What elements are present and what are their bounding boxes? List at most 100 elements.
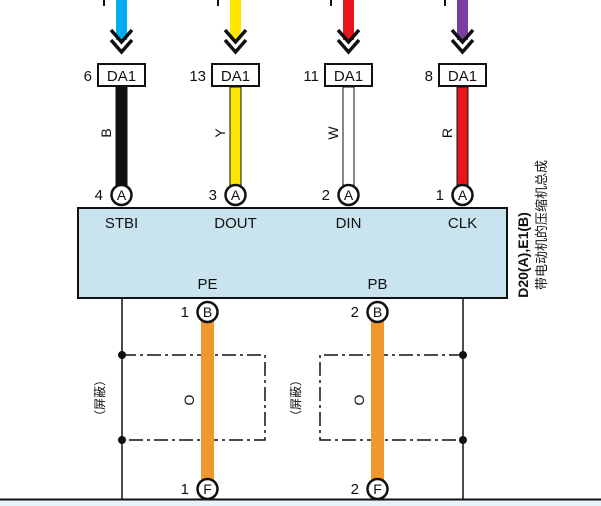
connector-b-letter: B [373,304,382,320]
junction-dot [118,436,126,444]
wire-code-label: W [325,126,341,140]
connector-b-letter: B [203,304,212,320]
da1-pin-number: 13 [189,68,206,85]
da1-pin-number: 6 [84,68,92,85]
da1-box-label: DA1 [221,68,250,85]
shield-label-left: （屏蔽） [93,374,107,422]
chevron-icon [109,28,134,55]
component-bottom-pins: 1 B 2 B [181,300,389,324]
end-pin-1: 1 F [181,477,219,501]
bottom-pin-number: 2 [351,304,359,321]
shield-rails [121,298,464,500]
connector-a-letter: A [231,187,241,203]
bottom-pin-pe: 1 B [181,300,219,324]
connector-f-letter: F [373,481,382,497]
input-wire-2 [230,0,241,40]
pin-label-dout: DOUT [214,215,257,232]
end-pins: 1 F 2 F [181,477,389,501]
connector-b-circle [196,300,219,324]
bottom-pin-pb: 2 B [351,300,389,324]
input-wire-4 [457,0,468,40]
wire-code-label: R [439,128,455,138]
shield-junction-dots [118,351,467,444]
da1-box [97,63,146,87]
connector-arrows [109,28,475,55]
component-side-label: D20(A),E1(B) 带电动机的压缩机总成 [515,160,550,298]
da1-pin-number: 11 [303,68,319,85]
footer-band [0,499,601,506]
pin-label-din: DIN [336,215,362,232]
component-name: 带电动机的压缩机总成 [534,160,550,290]
connector-a-circle [337,183,360,207]
connector-a-circle [110,183,133,207]
da1-connector-4: 8 DA1 [425,63,487,87]
connector-f-letter: F [203,481,212,497]
da1-box-label: DA1 [107,68,136,85]
junction-dot [118,351,126,359]
top-pin-number: 1 [436,187,444,204]
da1-box [211,63,260,87]
signal-wire-2 [229,86,242,186]
connector-a-letter: A [458,187,468,203]
connector-a-circle [451,183,474,207]
da1-box-label: DA1 [448,68,477,85]
component-box [77,207,508,299]
top-pin-number: 2 [322,187,330,204]
end-pin-number: 2 [351,481,359,498]
shield-box-right [319,354,463,441]
signal-wire-4 [456,86,469,186]
junction-dot [459,351,467,359]
top-pin-number: 3 [209,187,217,204]
top-pin-4: 1 A [436,183,474,207]
orange-wire-pb [371,320,384,480]
da1-connectors: 6 DA1 13 DA1 11 DA1 8 DA1 [84,63,487,87]
da1-connector-1: 6 DA1 [84,63,146,87]
input-wire-3 [343,0,354,40]
chevron-icon [450,28,475,55]
component-top-pins: 4 A 3 A 2 A 1 A [95,183,474,207]
pin-label-pb: PB [367,276,387,293]
end-pin-number: 1 [181,481,189,498]
signal-wire-3 [342,86,355,186]
top-pin-1: 4 A [95,183,133,207]
junction-dot [459,436,467,444]
component-pin-labels: STBI DOUT DIN CLK PE PB [105,215,477,293]
shield-boxes [122,354,463,441]
connector-a-letter: A [117,187,127,203]
top-pin-2: 3 A [209,183,247,207]
da1-box-label: DA1 [334,68,363,85]
connector-a-letter: A [344,187,354,203]
orange-wire-pe [201,320,214,480]
input-wire-code-1 [103,0,105,6]
wire-code-label: O [181,394,197,405]
pin-label-clk: CLK [448,215,477,232]
chevron-icon [336,28,361,55]
da1-connector-3: 11 DA1 [303,63,373,87]
ground-wires: O O [181,320,384,480]
signal-wires: B Y W R [98,86,469,186]
da1-box [438,63,487,87]
wire-code-label: Y [212,128,228,138]
top-pin-3: 2 A [322,183,360,207]
input-wire-1 [116,0,127,40]
input-wire-code-4 [444,0,446,6]
connector-b-circle [366,300,389,324]
input-wires [103,0,468,40]
end-pin-2: 2 F [351,477,389,501]
da1-box [324,63,373,87]
wire-code-label: O [351,394,367,405]
da1-pin-number: 8 [425,68,433,85]
input-wire-code-2 [217,0,219,6]
pin-label-stbi: STBI [105,215,138,232]
shield-label-right: （屏蔽） [289,374,303,422]
da1-connector-2: 13 DA1 [189,63,260,87]
shield-box-left [122,354,266,441]
connector-a-circle [224,183,247,207]
bottom-pin-number: 1 [181,304,189,321]
chevron-icon [223,28,248,55]
shield-labels: （屏蔽） （屏蔽） [93,374,303,422]
component-id-label: D20(A),E1(B) [515,212,531,298]
input-wire-code-3 [330,0,332,6]
signal-wire-1 [115,86,128,186]
